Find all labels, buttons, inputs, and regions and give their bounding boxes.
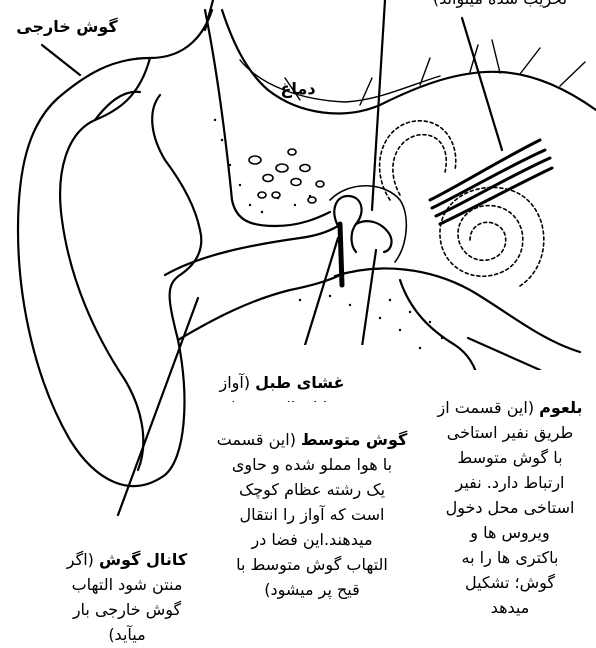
middle-ear-title: گوش متوسط — [301, 430, 407, 449]
pointer-top-middle — [372, 0, 385, 210]
throat-title: بلعوم — [539, 398, 582, 417]
top-right-fragment-label: تخریب شده میتواند) — [420, 0, 580, 11]
outer-ear-label: گوش خارجی — [8, 14, 126, 39]
brain-label: دماغ — [266, 76, 330, 101]
ear-canal-label: کانال گوش (اگر منتن شود التهاب گوش خارجی… — [38, 522, 216, 647]
throat-text: (این قسمت از طریق نفیر استاخی با گوش متو… — [438, 398, 575, 617]
middle-ear-label: گوش متوسط (این قسمت با هوا مملو شده و حا… — [196, 402, 428, 602]
eardrum-membrane — [340, 224, 342, 285]
ear-canal-title: کانال گوش — [99, 550, 187, 569]
pointer-top-right — [462, 18, 502, 150]
pointer-throat — [468, 338, 540, 370]
semicircular-canal-2 — [393, 135, 446, 195]
ear-canal-upper — [165, 226, 338, 275]
semicircular-canal-1 — [380, 121, 456, 200]
bone-cells — [249, 149, 324, 203]
cochlea-spiral — [440, 187, 544, 286]
middle-ear-text: (این قسمت با هوا مملو شده و حاوی یک رشته… — [217, 430, 392, 599]
ear-canal-lower — [178, 276, 338, 340]
pinna-inner-fold — [60, 58, 150, 470]
pointer-eardrum — [305, 238, 338, 345]
bone-stipple — [214, 119, 443, 349]
pointer-outer-ear — [42, 45, 80, 75]
antihelix — [95, 92, 140, 120]
pinna-outline — [18, 10, 212, 486]
auditory-nerve — [430, 140, 552, 224]
vessel-branches — [285, 40, 585, 105]
eardrum-title: غشای طبل — [255, 373, 344, 392]
skull-outline — [205, 10, 330, 226]
throat-label: بلعوم (این قسمت از طریق نفیر استاخی با گ… — [424, 370, 596, 620]
pointer-ear-canal — [118, 298, 198, 515]
ossicle-incus — [356, 221, 391, 252]
